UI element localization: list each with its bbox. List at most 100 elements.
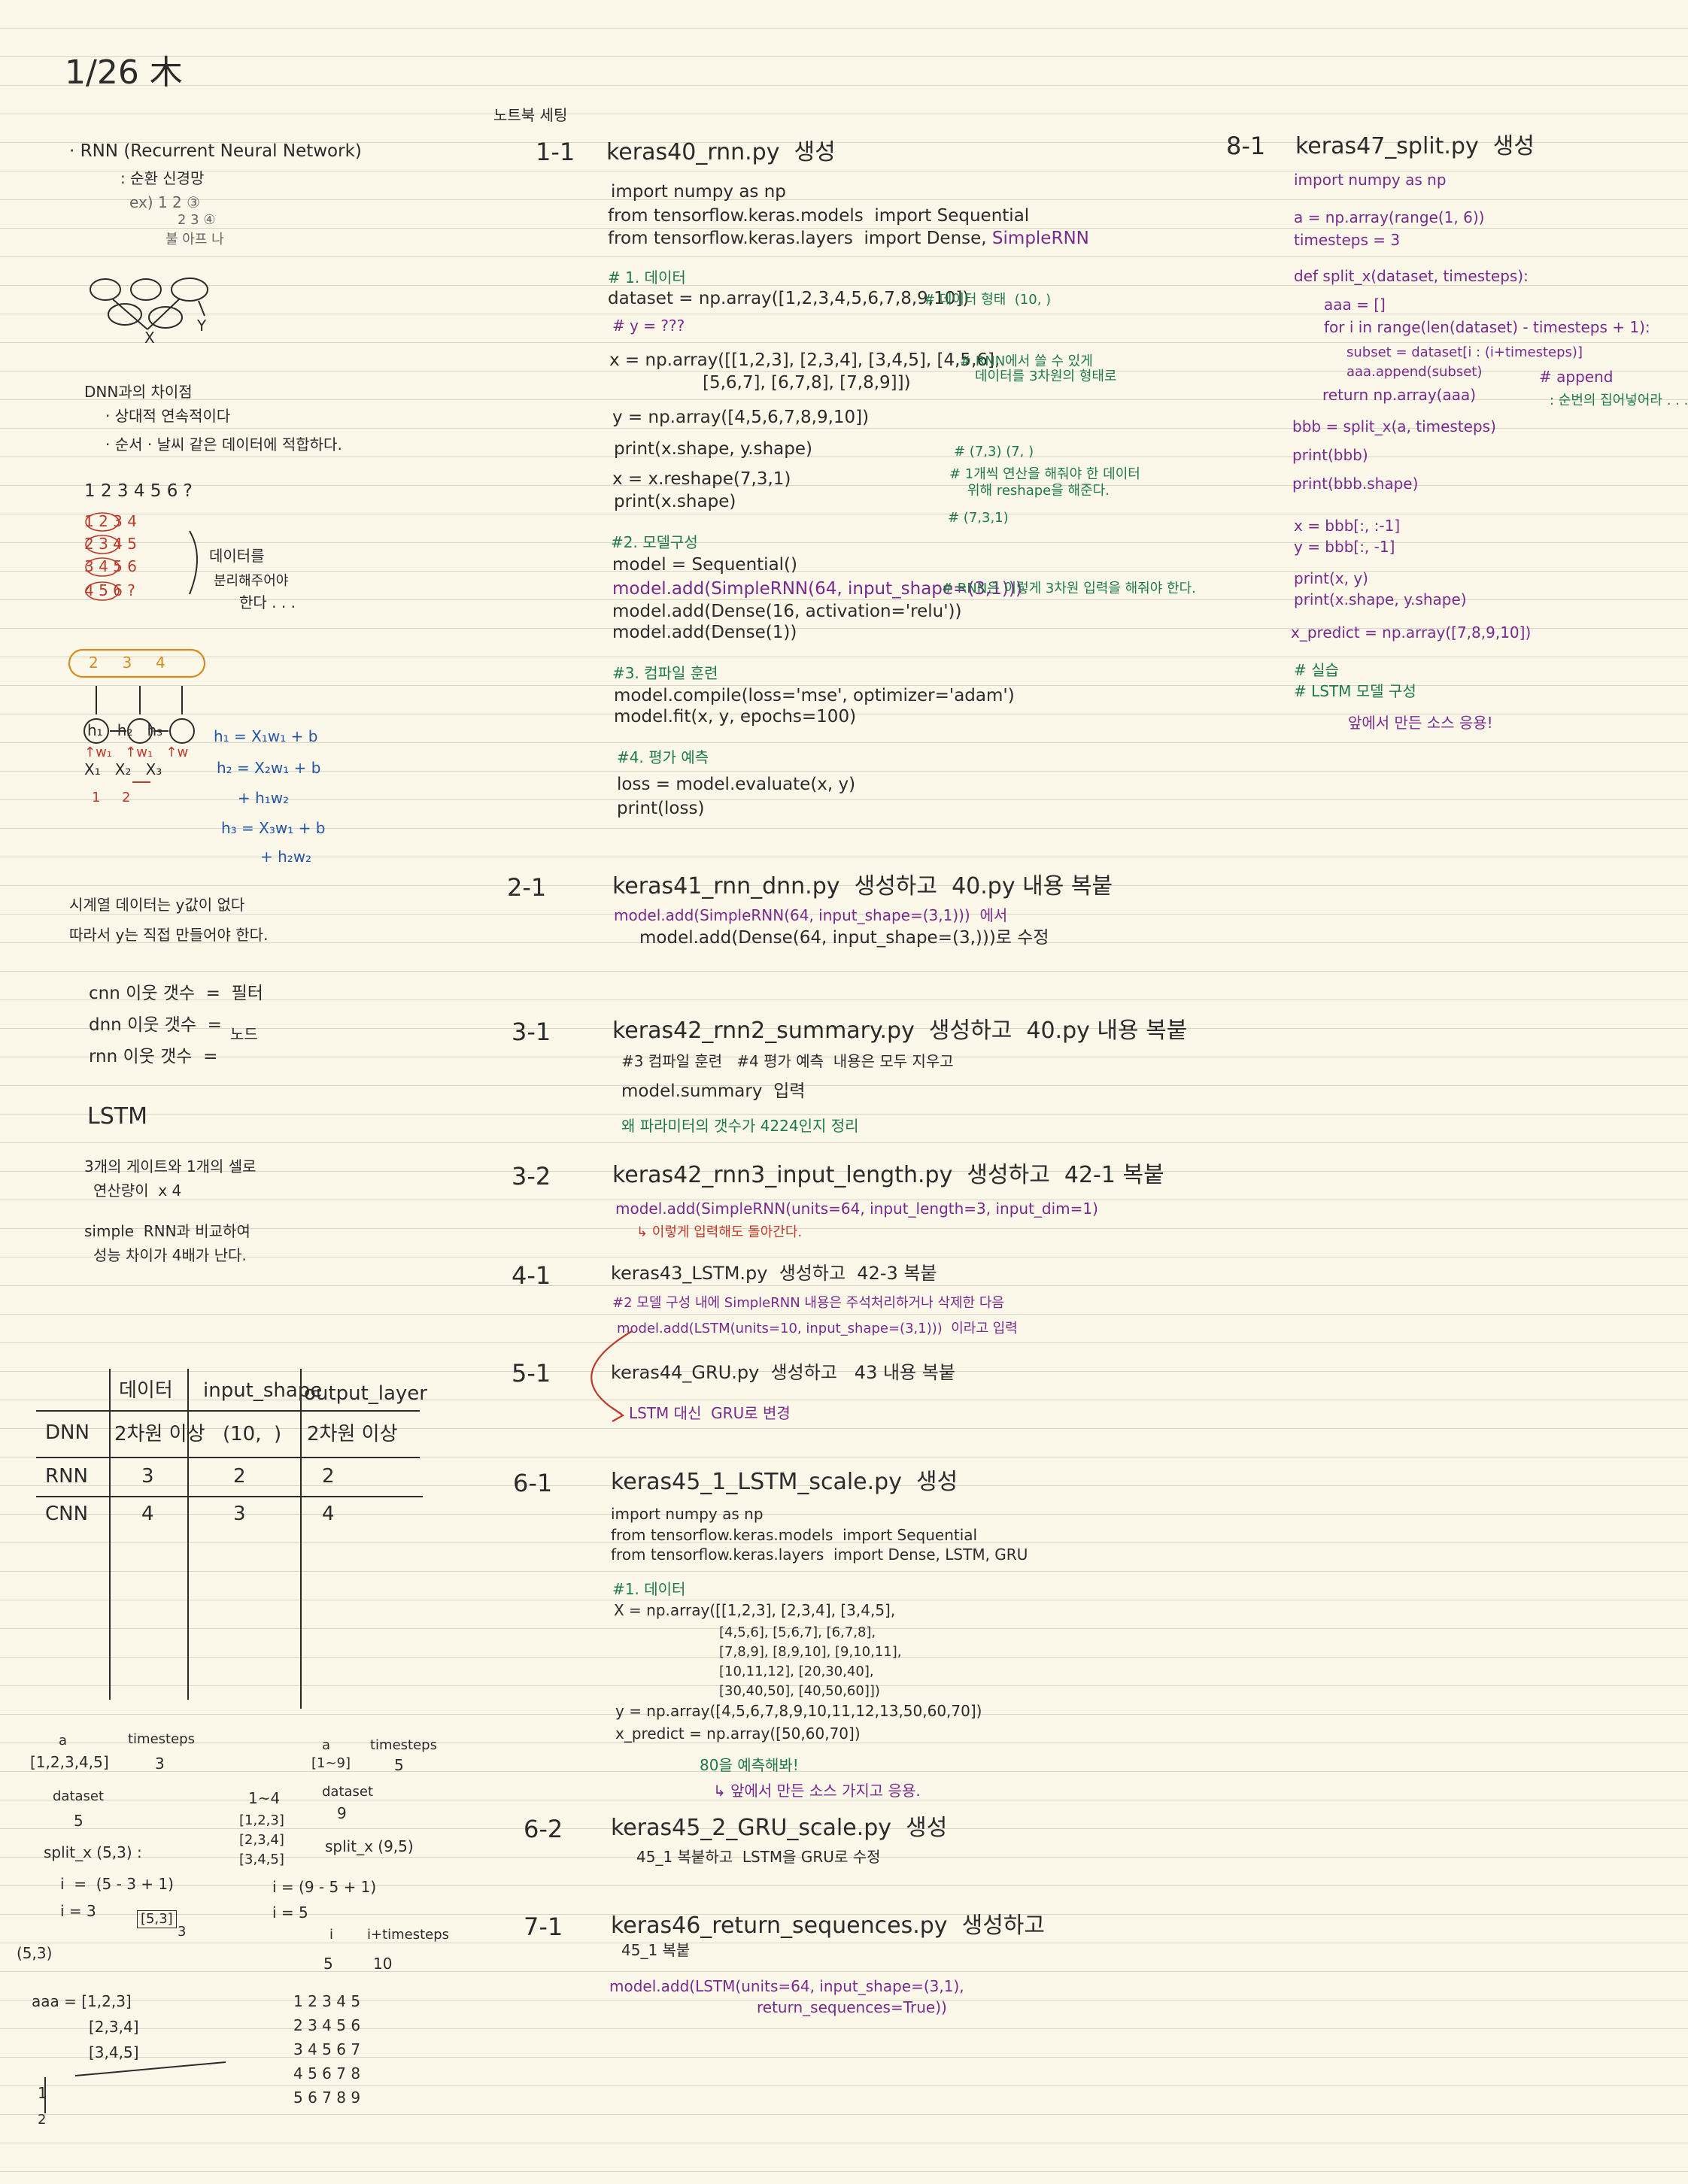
- table-row-name: DNN: [45, 1421, 90, 1444]
- equation-h3-term: + h₂w₂: [260, 848, 312, 866]
- code-line: return_sequences=True)): [757, 1998, 947, 2016]
- example-aaa-1: aaa = [1,2,3]: [32, 1992, 132, 2010]
- aaa-underline: [74, 2061, 226, 2076]
- example-dataset-label: dataset: [53, 1788, 105, 1804]
- example-i-timesteps-header: i+timesteps: [367, 1927, 450, 1943]
- example-list-2: [2,3,4]: [239, 1832, 284, 1848]
- code-line: x = x.reshape(7,3,1): [612, 469, 791, 489]
- sequence-line: 1 2 3 4 5 6 ?: [84, 481, 193, 501]
- code-line: import numpy as np: [611, 1505, 764, 1523]
- section-line: model.add(SimpleRNN(64, input_shape=(3,1…: [614, 906, 1008, 924]
- code-line: import numpy as np: [611, 182, 786, 202]
- gru-arrow-head: [612, 1407, 625, 1422]
- example-boxed-shape: [5,3]: [137, 1910, 177, 1928]
- section-title-2-1: keras41_rnn_dnn.py 생성하고 40.py 내용 복붙: [612, 873, 1113, 899]
- lstm-note-4: 성능 차이가 4배가 난다.: [93, 1246, 247, 1264]
- example-range: 1~4: [248, 1789, 281, 1807]
- timeseries-note-2: 따라서 y는 직접 만들어야 한다.: [69, 926, 269, 944]
- section-title-6-2: keras45_2_GRU_scale.py 생성: [611, 1815, 948, 1841]
- red-marks: 1 2: [92, 790, 131, 805]
- equation-h2-term: + h₁w₂: [238, 789, 290, 807]
- dnn-diff-title: DNN과의 차이점: [84, 383, 193, 401]
- table-cell: 3: [141, 1465, 154, 1488]
- code-line: [30,40,50], [40,50,60]]): [719, 1683, 880, 1699]
- code-line: [10,11,12], [20,30,40],: [719, 1664, 874, 1679]
- code-line: model.add(Dense(16, activation='relu')): [612, 602, 962, 621]
- section-number-2-1: 2-1: [507, 873, 547, 902]
- code-line: model = Sequential(): [612, 555, 798, 575]
- rnn-example-3: 불 아프 나: [165, 232, 224, 247]
- section-line: model.summary 입력: [621, 1081, 806, 1101]
- equation-h3: h₃ = X₃w₁ + b: [221, 819, 326, 837]
- code-line: x = bbb[:, :-1]: [1294, 517, 1401, 535]
- example-timesteps-value: 3: [155, 1755, 165, 1773]
- example-i-formula-1: i = (5 - 3 + 1): [60, 1875, 174, 1893]
- example-i-timesteps-value: 10: [373, 1955, 393, 1973]
- code-line: print(bbb): [1292, 446, 1368, 464]
- code-comment: # RNN에서 쓸 수 있게: [960, 353, 1093, 369]
- example-shape: (5,3): [17, 1944, 53, 1962]
- equation-h2: h₂ = X₂w₁ + b: [217, 759, 321, 777]
- code-line: model.compile(loss='mse', optimizer='ada…: [614, 686, 1015, 705]
- section-number-5-1: 5-1: [512, 1359, 551, 1388]
- table-cell: 2: [322, 1465, 335, 1488]
- gru-arrow: [590, 1330, 633, 1415]
- table-row-name: CNN: [45, 1503, 89, 1525]
- table-cell: 4: [322, 1503, 335, 1525]
- code-line: [4,5,6], [5,6,7], [6,7,8],: [719, 1624, 876, 1640]
- section-title-3-1: keras42_rnn2_summary.py 생성하고 40.py 내용 복붙: [612, 1018, 1188, 1044]
- code-line: from tensorflow.keras.layers import Dens…: [611, 1545, 1028, 1564]
- code-comment: # 실습: [1294, 661, 1339, 679]
- section-number-6-2: 6-2: [524, 1815, 563, 1843]
- code-line: return np.array(aaa): [1322, 386, 1477, 404]
- code-line: from tensorflow.keras.models import Sequ…: [611, 1526, 978, 1544]
- section-line: model.add(LSTM(units=10, input_shape=(3,…: [617, 1321, 1018, 1336]
- example-a-label: a: [59, 1733, 68, 1749]
- lstm-title: LSTM: [87, 1103, 147, 1130]
- code-comment: #2. 모델구성: [611, 533, 698, 551]
- example-seq-3: 3 4 5 6 7: [293, 2040, 361, 2058]
- code-comment: 위해 reshape을 해준다.: [967, 483, 1110, 499]
- table-cell: 3: [233, 1503, 246, 1525]
- section-number-3-2: 3-2: [512, 1162, 551, 1191]
- code-line: def split_x(dataset, timesteps):: [1294, 267, 1529, 285]
- section-line: #2 모델 구성 내에 SimpleRNN 내용은 주석처리하거나 삭제한 다음: [612, 1295, 1004, 1311]
- example-i-header: i: [329, 1927, 334, 1943]
- section-title-5-1: keras44_GRU.py 생성하고 43 내용 복붙: [611, 1362, 955, 1383]
- input-labels: X₁ X₂ X₃: [84, 760, 162, 778]
- section-number-4-1: 4-1: [512, 1261, 551, 1290]
- code-line: aaa.append(subset): [1346, 364, 1483, 380]
- code-comment: # LSTM 모델 구성: [1294, 682, 1416, 700]
- example-array-2: [1~9]: [311, 1755, 351, 1771]
- cnn-neighbor-row: cnn 이웃 갯수 = 필터: [89, 984, 263, 1003]
- code-comment: #3. 컴파일 훈련: [612, 664, 718, 682]
- section-title-7-1: keras46_return_sequences.py 생성하고: [611, 1913, 1046, 1939]
- example-seq-1: 1 2 3 4 5: [293, 1992, 361, 2010]
- section-line: #3 컴파일 훈련 #4 평가 예측 내용은 모두 지우고: [621, 1052, 954, 1070]
- section-note: ↳ 앞에서 만든 소스 가지고 응용.: [713, 1782, 921, 1800]
- code-line: [7,8,9], [8,9,10], [9,10,11],: [719, 1644, 902, 1660]
- example-seq-4: 4 5 6 7 8: [293, 2064, 361, 2082]
- rnn-title: · RNN (Recurrent Neural Network): [69, 141, 362, 161]
- code-line: x_predict = np.array([50,60,70]): [615, 1724, 861, 1743]
- table-cell: 2차원 이상: [307, 1423, 398, 1445]
- seq-circles: [85, 512, 120, 601]
- code-line: model.fit(x, y, epochs=100): [614, 707, 857, 726]
- code-comment: # 데이터 형태 (10, ): [924, 292, 1052, 308]
- example-list-1: [1,2,3]: [239, 1812, 284, 1828]
- table-cell: 2: [233, 1465, 246, 1488]
- code-line: print(x.shape, y.shape): [614, 439, 812, 459]
- code-line: model.add(Dense(1)): [612, 623, 797, 642]
- section-line: ↳ 이렇게 입력해도 돌아간다.: [636, 1224, 803, 1240]
- table-cell: (10, ): [223, 1423, 282, 1445]
- example-timesteps2-value: 5: [394, 1756, 404, 1774]
- code-comment: # (7,3,1): [948, 510, 1009, 526]
- code-comment: # 1개씩 연산을 해줘야 한 데이터: [949, 466, 1140, 482]
- code-line: for i in range(len(dataset) - timesteps …: [1324, 318, 1650, 336]
- code-line: print(x.shape, y.shape): [1294, 590, 1467, 608]
- example-list-3: [3,4,5]: [239, 1852, 284, 1867]
- rnn-neighbor-row: rnn 이웃 갯수 =: [89, 1047, 218, 1066]
- code-line: import numpy as np: [1294, 171, 1447, 189]
- rnn-word-diagram: [90, 278, 208, 330]
